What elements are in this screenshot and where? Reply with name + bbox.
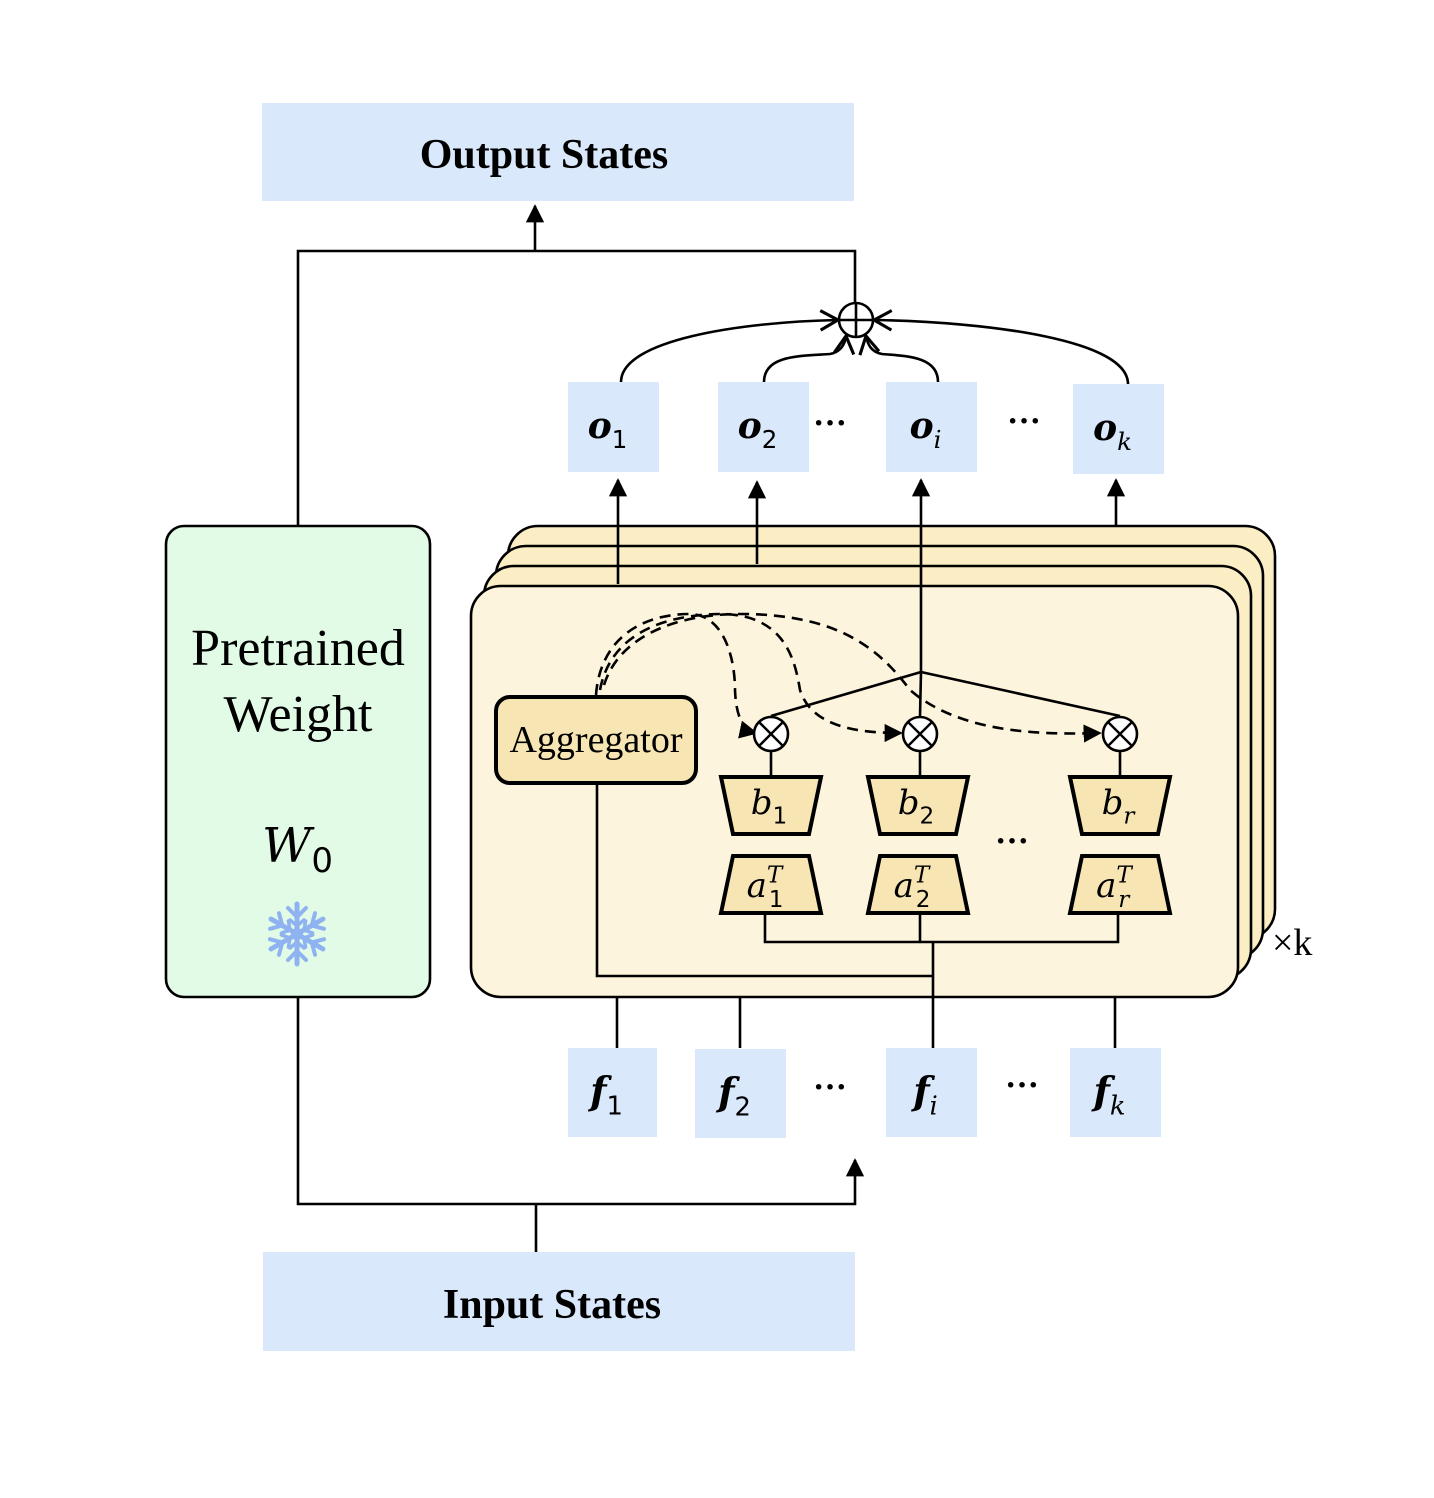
output-box-ok: ok [1073,384,1164,474]
output-arrows [608,478,1126,672]
ellipsis-features-2: ··· [1005,1067,1039,1104]
output-label-ok: ok [1093,407,1132,456]
snowflake-icon [267,901,327,967]
ellipsis-features-1: ··· [813,1069,847,1106]
pretrained-weight-box: Pretrained Weight W0 [164,524,432,999]
output-label-o1: o1 [588,405,628,454]
pretrained-line1: Pretrained [191,620,405,677]
output-box-oi: oi [886,382,977,472]
output-states-box: Output States [262,103,854,201]
feature-input-lines [615,942,1117,1048]
ellipsis-outputs-1: ··· [813,405,847,442]
main-connections [296,204,865,1252]
output-boxes: o1 o2 oi ok [568,382,1164,474]
module-internal-wiring [594,612,1122,978]
sum-node [837,301,875,339]
b-label-1: b1 [751,783,787,830]
output-box-o2: o2 [718,382,809,472]
pretrained-line2: Weight [224,686,373,743]
feature-box-fk: fk [1070,1048,1161,1137]
stack-multiplier-label: ×k [1272,922,1312,964]
b-block-1: b1 [718,775,824,836]
ellipsis-marks: ··· ··· ··· ··· ··· [813,403,1041,1106]
output-label-oi: oi [910,405,942,454]
multiply-node [901,715,939,753]
output-states-label: Output States [420,132,669,178]
b-label-r: br [1102,783,1137,830]
aggregator-box: Aggregator [494,695,698,785]
output-box-o1: o1 [568,382,659,472]
b-block-2: b2 [865,775,971,836]
ellipsis-outputs-2: ··· [1007,403,1041,440]
feature-boxes: f1 f2 fi fk [568,1048,1161,1138]
b-block-r: br [1067,775,1173,836]
multiply-node [1101,715,1139,753]
sum-connections [619,309,1130,385]
ellipsis-rank-blocks: ··· [995,823,1029,860]
input-states-label: Input States [443,1282,661,1328]
b-label-2: b2 [898,783,934,830]
aggregator-label: Aggregator [509,719,682,761]
feature-box-fi: fi [886,1048,977,1137]
feature-box-f2: f2 [695,1049,786,1138]
feature-box-f1: f1 [568,1048,657,1137]
multiplier-nodes [752,715,1139,753]
w0-symbol: W0 [262,818,333,881]
input-states-box: Input States [263,1252,855,1351]
output-label-o2: o2 [738,405,778,454]
multiply-node [752,715,790,753]
